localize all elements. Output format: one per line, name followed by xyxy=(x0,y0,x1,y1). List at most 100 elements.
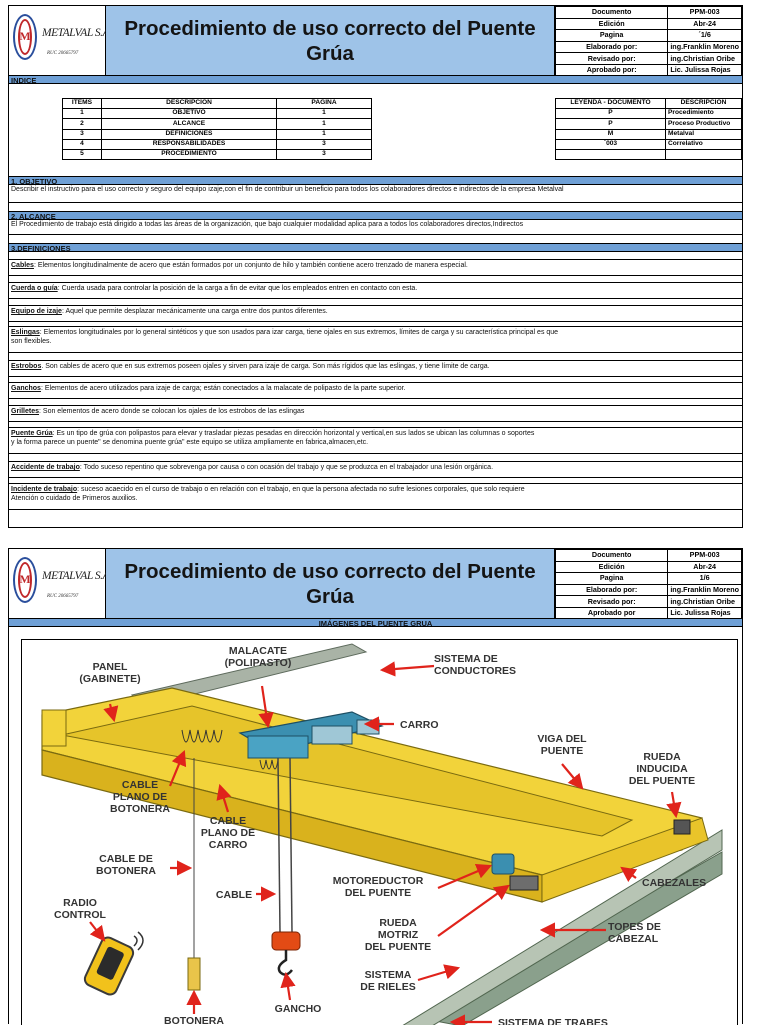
legend-code: M xyxy=(555,128,666,140)
meta-value: ing.Christian Oribe xyxy=(667,595,742,608)
logo-letter: M xyxy=(19,29,31,43)
legend-row xyxy=(555,148,742,161)
divider xyxy=(9,321,742,322)
company-logo: M METALVAL S.A.C RUC 20665797 xyxy=(9,6,119,75)
definition-item: Eslingas: Elementos longitudinales por l… xyxy=(9,329,742,346)
meta-row: Revisado por:ing.Christian Oribe xyxy=(554,52,742,65)
meta-row: Aprobado por:Lic. Julissa Rojas xyxy=(554,63,742,77)
divider xyxy=(9,326,742,327)
hook-assembly xyxy=(271,757,301,976)
legend-code: P xyxy=(555,108,666,120)
label-arrows xyxy=(89,661,682,1025)
definition-item: Puente Grúa: Es un tipo de grúa con poli… xyxy=(9,430,742,447)
arrow-rueda-motriz xyxy=(437,884,510,937)
index-header-row: ITEMS DESCRIPCIÓN PAGINA xyxy=(62,97,372,110)
definition-text: son flexibles. xyxy=(11,337,52,345)
index-col-pagina: PAGINA xyxy=(276,97,372,110)
divider xyxy=(9,509,742,510)
meta-value: PPM-003 xyxy=(667,549,742,562)
title-band: Procedimiento de uso correcto del Puente… xyxy=(106,6,555,75)
meta-value: ´1/6 xyxy=(667,29,742,42)
definition-text: : Elementos longitudinales por lo genera… xyxy=(39,329,559,336)
divider xyxy=(9,427,742,428)
definition-text: y la forma parece un puente" se denomina… xyxy=(11,438,369,446)
section-alcance-heading: 2. ALCANCE xyxy=(9,211,742,221)
index-description: ALCANCE xyxy=(101,118,277,130)
label-cabezales: CABEZALES xyxy=(642,877,706,889)
definition-term: Equipo de izaje xyxy=(11,308,62,315)
definition-item: Estrobos. Son cables de acero que en sus… xyxy=(9,363,742,372)
definition-term: Accidente de trabajo xyxy=(11,464,80,471)
bridge-motor xyxy=(491,819,691,891)
legend-description: Correlativo xyxy=(665,138,742,150)
label-botonera: BOTONERA xyxy=(164,1015,224,1025)
index-item: 2 xyxy=(62,118,102,130)
definition-text: : suceso acaecido en el curso de trabajo… xyxy=(77,486,525,493)
logo-emblem: M xyxy=(13,557,37,603)
divider xyxy=(9,382,742,383)
diagram-labels: PANEL(GABINETE)MALACATE(POLIPASTO)SISTEM… xyxy=(54,645,706,1025)
label-gancho: GANCHO xyxy=(275,1003,322,1015)
meta-value: Abr-24 xyxy=(667,560,742,574)
crane-diagram: PANEL(GABINETE)MALACATE(POLIPASTO)SISTEM… xyxy=(21,639,738,1025)
meta-key: Edición xyxy=(554,17,669,31)
meta-value: ing.Franklin Moreno xyxy=(667,40,742,54)
label-cable: CABLE xyxy=(216,889,252,901)
index-page: 1 xyxy=(276,108,372,120)
meta-key: Edición xyxy=(554,560,669,574)
label-panel: PANEL(GABINETE) xyxy=(79,661,140,685)
index-item: 1 xyxy=(62,108,102,120)
arrow-cable-carro-plano xyxy=(216,783,232,813)
index-heading: INDICE xyxy=(9,75,742,85)
meta-key: Elaborado por: xyxy=(554,583,669,597)
divider xyxy=(9,477,742,478)
index-description: PROCEDIMIENTO xyxy=(101,148,277,161)
index-description: RESPONSABILIDADES xyxy=(101,138,277,150)
divider xyxy=(9,275,742,276)
index-item: 3 xyxy=(62,128,102,140)
divider xyxy=(9,405,742,406)
legend-empty-cell xyxy=(555,148,666,161)
definition-text: : Aquel que permite desplazar mecánicame… xyxy=(61,308,328,315)
definition-term: Puente Grúa xyxy=(11,430,53,437)
arrow-gancho xyxy=(280,971,296,1001)
definition-text: : Todo suceso repentino que sobrevenga p… xyxy=(79,464,494,471)
logo-emblem: M xyxy=(13,14,37,60)
pendant-control xyxy=(187,758,201,991)
images-section-heading: IMÁGENES DEL PUENTE GRUA xyxy=(9,618,742,628)
definition-text: : Son elementos de acero donde se coloca… xyxy=(39,408,305,415)
festoon-cables xyxy=(181,729,279,770)
arrow-cable-botonera-plano xyxy=(168,749,187,787)
legend-col-descripcion: DESCRIPCIÓN xyxy=(665,97,742,110)
company-ruc: RUC 20665797 xyxy=(47,51,79,56)
divider xyxy=(9,298,742,299)
rail-system xyxy=(130,643,723,1025)
definition-term: Eslingas xyxy=(11,329,40,336)
arrow-cabezales xyxy=(620,866,638,882)
meta-value: PPM-003 xyxy=(667,6,742,19)
company-name: METALVAL S.A.C xyxy=(42,27,119,39)
index-description: DEFINICIÓNES xyxy=(101,128,277,140)
meta-key: Elaborado por: xyxy=(554,40,669,54)
divider xyxy=(9,461,742,462)
definition-item: Cables: Elementos longitudinalmente de a… xyxy=(9,262,742,271)
divider xyxy=(9,305,742,306)
